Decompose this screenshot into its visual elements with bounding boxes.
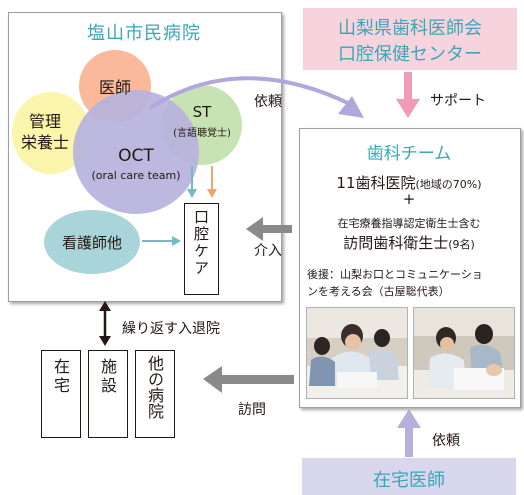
home-request-arrow-shaft — [405, 427, 413, 457]
care-photo-left — [306, 307, 408, 399]
support-arrow-shaft — [404, 72, 412, 100]
visit-arrow-head — [203, 366, 222, 393]
dental-team-title: 歯科チーム — [366, 144, 452, 164]
readmission-label: 繰り返す入退院 — [122, 321, 220, 337]
home-doctor-box — [302, 458, 516, 495]
readmission-arrow-up — [99, 301, 111, 311]
dental-clinics: 11歯科医院(地域の70%) — [299, 172, 519, 193]
request-bottom-label: 依頼 — [432, 433, 460, 449]
dental-clinics-note: (地域の70%) — [415, 178, 482, 191]
intervene-label: 介入 — [254, 243, 282, 259]
oral-care-box — [184, 203, 219, 295]
visit-arrow-shaft — [220, 375, 294, 384]
nurse-circle — [44, 210, 140, 274]
doctor-label: 医師 — [98, 78, 131, 97]
request-top-label: 依頼 — [254, 94, 282, 110]
oct-title: OCT — [118, 146, 154, 166]
hygienists-label: 訪問歯科衛生士 — [343, 234, 449, 252]
oct-subtitle: (oral care team) — [91, 169, 181, 182]
association-line2: 口腔保健センター — [338, 44, 482, 65]
destination-other-hospital-label: 他の病院 — [145, 355, 164, 419]
association-line1: 山梨県歯科医師会 — [338, 18, 482, 39]
support-label: サポート — [430, 93, 486, 109]
oct-circle — [73, 90, 199, 214]
destination-facility-label: 施設 — [98, 358, 117, 396]
nurse-label: 看護師他 — [61, 234, 122, 252]
oral-care-label: 口腔ケア — [192, 209, 210, 277]
destination-other-hospital-box — [135, 350, 175, 438]
visit-label: 訪問 — [238, 402, 266, 418]
st-subtitle: (言語聴覚士) — [173, 128, 231, 139]
hygienist-prefix: 在宅療養指導認定衛生士含む — [337, 217, 481, 230]
home-doctor-label: 在宅医師 — [373, 470, 445, 491]
sponsor-line2: ンを考える会（古屋聡代表） — [307, 285, 450, 298]
support-arrow-head — [396, 99, 420, 118]
destination-home-box — [41, 350, 81, 438]
care-photo-left-image — [307, 308, 407, 398]
sponsor-line1: 後援：山梨お口とコミュニケーショ — [307, 268, 483, 281]
readmission-arrow-down — [99, 336, 111, 346]
hygienists-note: (9名) — [448, 238, 475, 251]
dental-clinics-count: 11歯科医院 — [336, 174, 416, 192]
plus-sign: + — [402, 190, 416, 208]
request-curve-arrowhead — [338, 96, 364, 118]
hygienists: 訪問歯科衛生士(9名) — [299, 232, 519, 253]
home-request-arrow-head — [397, 409, 421, 428]
care-photo-right — [413, 307, 515, 399]
nutritionist-label: 管理 栄養士 — [20, 112, 69, 152]
hospital-title: 塩山市民病院 — [87, 23, 201, 44]
st-title: ST — [192, 103, 212, 121]
destination-facility-box — [88, 350, 128, 438]
destination-home-label: 在宅 — [51, 358, 70, 396]
association-box — [303, 8, 517, 70]
care-photo-right-image — [414, 308, 514, 398]
